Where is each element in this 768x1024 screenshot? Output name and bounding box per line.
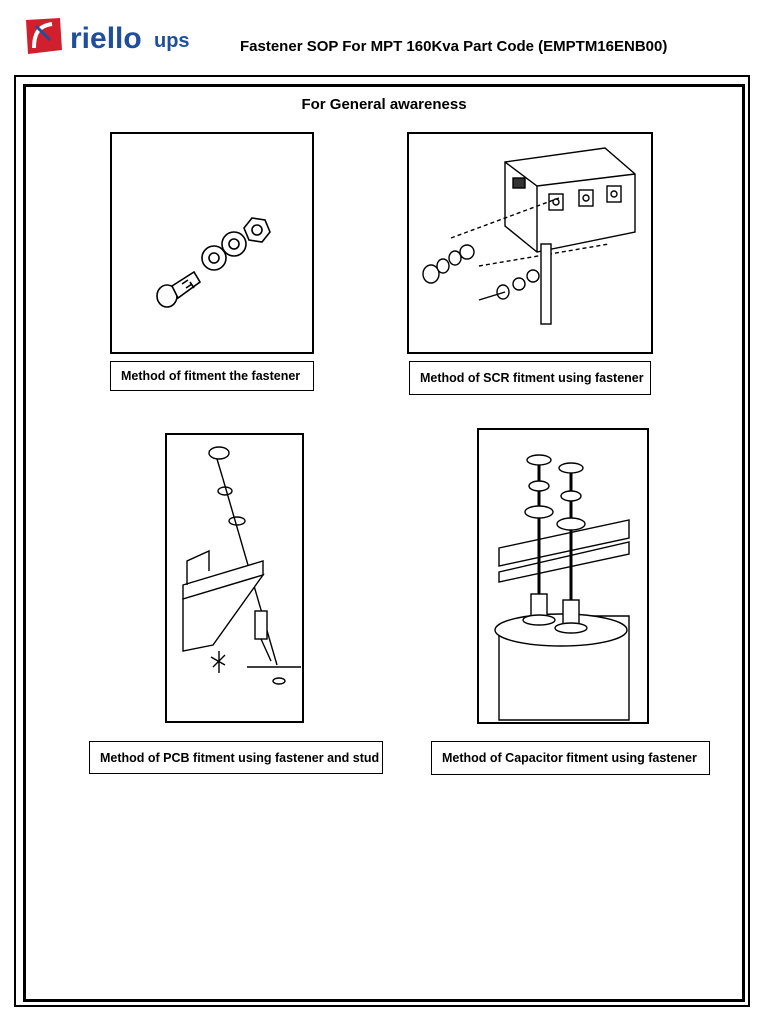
- scr-caption: Method of SCR fitment using fastener: [409, 361, 651, 395]
- fastener-figure: [110, 132, 314, 354]
- capacitor-illustration: [494, 454, 630, 721]
- bolt-washer-nut-illustration: [156, 217, 271, 308]
- scr-figure: [407, 132, 653, 354]
- pcb-figure: [165, 433, 304, 723]
- pcb-caption: Method of PCB fitment using fastener and…: [89, 741, 383, 774]
- capacitor-figure: [477, 428, 649, 724]
- pcb-standoff-illustration: [182, 446, 301, 685]
- logo-suffix: ups: [154, 30, 190, 52]
- logo-text: riello: [70, 22, 142, 55]
- section-title: For General awareness: [301, 96, 467, 113]
- outer-border: [14, 75, 750, 1007]
- capacitor-caption: Method of Capacitor fitment using fasten…: [431, 741, 710, 775]
- inner-border: [23, 84, 745, 1002]
- scr-module-illustration: [422, 147, 636, 325]
- fastener-caption: Method of fitment the fastener: [110, 361, 314, 391]
- riello-ups-logo: riello ups: [22, 14, 212, 58]
- document-title: Fastener SOP For MPT 160Kva Part Code (E…: [240, 38, 668, 55]
